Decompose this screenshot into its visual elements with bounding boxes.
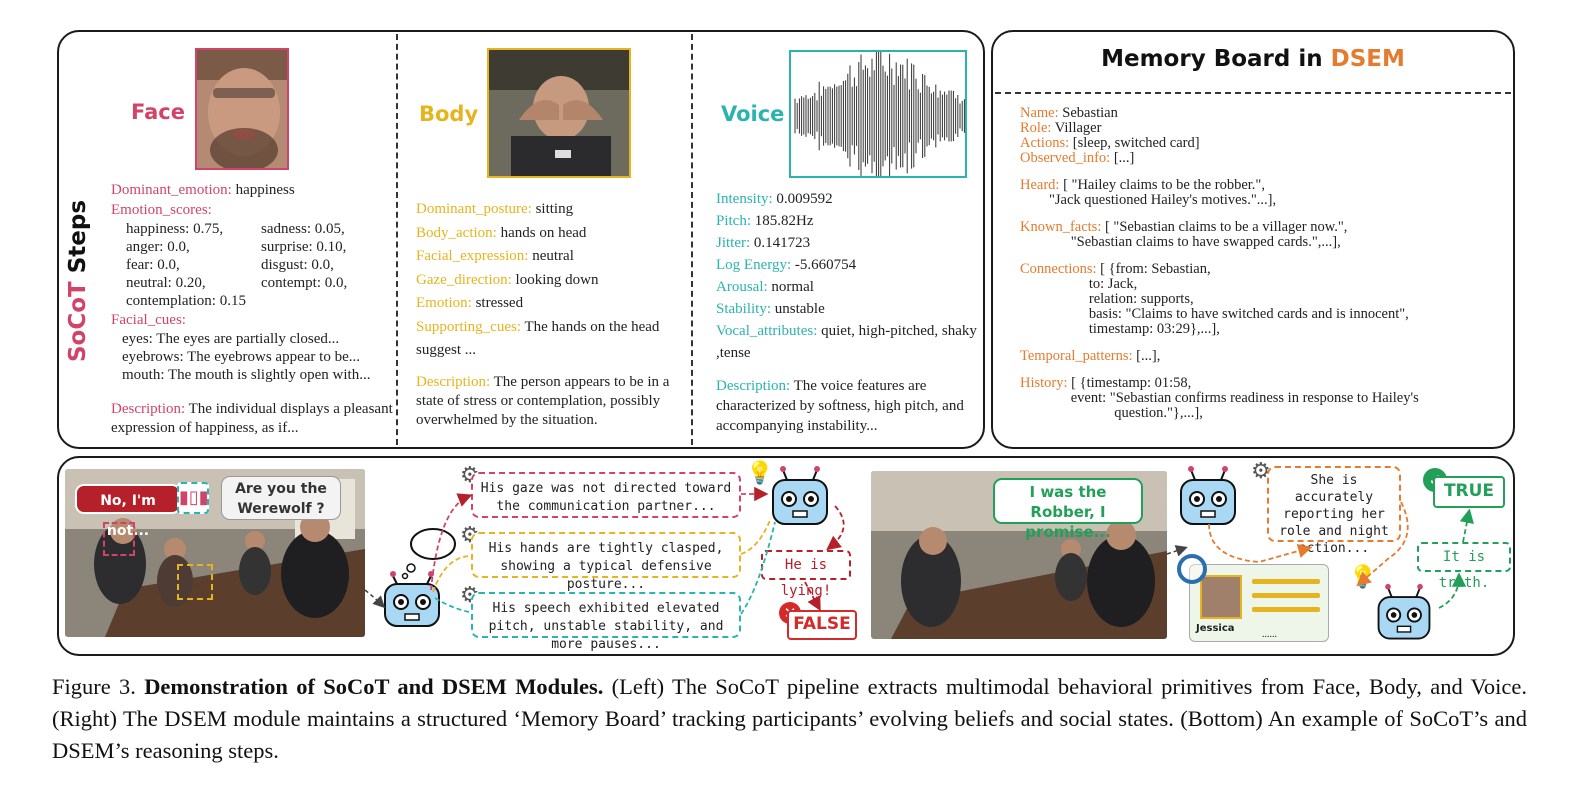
- figure-caption: Figure 3. Demonstration of SoCoT and DSE…: [52, 671, 1527, 767]
- emotion-score-row: happiness: 0.75,sadness: 0.05,: [126, 220, 401, 238]
- facial-cues-list: eyes: The eyes are partially closed...ey…: [111, 330, 401, 384]
- divider: [691, 34, 693, 445]
- body-field: Emotion: stressed: [416, 292, 686, 316]
- facial-cue: mouth: The mouth is slightly open with..…: [122, 366, 401, 384]
- emotion-scores-list: happiness: 0.75,sadness: 0.05,anger: 0.0…: [111, 220, 401, 310]
- body-field: Dominant_posture: sitting: [416, 198, 686, 222]
- voice-field: Stability: unstable: [716, 298, 982, 320]
- socot-panel: SoCoT Steps Face Dominant_emotion: happi…: [57, 30, 985, 449]
- memory-heard: Heard: [ "Hailey claims to be the robber…: [1020, 178, 1419, 208]
- voice-waveform-image: [789, 50, 967, 178]
- memory-board-panel: Memory Board in DSEM Name: Sebastian Rol…: [991, 30, 1515, 449]
- body-description: Description: The person appears to be in…: [416, 373, 686, 430]
- body-field: Gaze_direction: looking down: [416, 269, 686, 293]
- voice-title: Voice: [721, 102, 784, 126]
- facial-cue: eyebrows: The eyebrows appear to be...: [122, 348, 401, 366]
- face-title: Face: [131, 100, 185, 124]
- example-panel: No, I'm not... ▮▯▮ Are you the Werewolf …: [57, 456, 1515, 656]
- facial-cue: eyes: The eyes are partially closed...: [122, 330, 401, 348]
- divider: [995, 92, 1511, 94]
- face-fields: Dominant_emotion: happiness Emotion_scor…: [111, 180, 401, 438]
- body-field: Body_action: hands on head: [416, 222, 686, 246]
- emotion-score-row: contemplation: 0.15: [126, 292, 401, 310]
- memory-history: History: [ {timestamp: 01:58, event: "Se…: [1020, 376, 1419, 421]
- voice-field: Pitch: 185.82Hz: [716, 210, 982, 232]
- memory-board-title: Memory Board in DSEM: [993, 46, 1513, 72]
- face-description: Description: The individual displays a p…: [111, 400, 401, 438]
- emotion-score-row: anger: 0.0,surprise: 0.10,: [126, 238, 401, 256]
- voice-field: Intensity: 0.009592: [716, 188, 982, 210]
- face-image: [195, 48, 289, 170]
- voice-description: Description: The voice features are char…: [716, 376, 982, 436]
- voice-field: Log Energy: -5.660754: [716, 254, 982, 276]
- body-field: Facial_expression: neutral: [416, 245, 686, 269]
- memory-temporal-patterns: Temporal_patterns: [...],: [1020, 349, 1419, 364]
- voice-field: Jitter: 0.141723: [716, 232, 982, 254]
- body-title: Body: [419, 102, 478, 126]
- voice-field: Arousal: normal: [716, 276, 982, 298]
- memory-connections: Connections: [ {from: Sebastian, to: Jac…: [1020, 262, 1419, 337]
- memory-basic-entries: Name: Sebastian Role: Villager Actions: …: [1020, 106, 1419, 166]
- socot-steps-label: SoCoT Steps: [65, 196, 91, 366]
- memory-board-body: Name: Sebastian Role: Villager Actions: …: [1020, 106, 1419, 433]
- flow-arrows: [59, 458, 1517, 658]
- emotion-score-row: fear: 0.0,disgust: 0.0,: [126, 256, 401, 274]
- body-field: Supporting_cues: The hands on the head s…: [416, 316, 686, 363]
- body-image: [487, 48, 631, 178]
- memory-known-facts: Known_facts: [ "Sebastian claims to be a…: [1020, 220, 1419, 250]
- voice-field: Vocal_attributes: quiet, high-pitched, s…: [716, 320, 982, 364]
- emotion-score-row: neutral: 0.20,contempt: 0.0,: [126, 274, 401, 292]
